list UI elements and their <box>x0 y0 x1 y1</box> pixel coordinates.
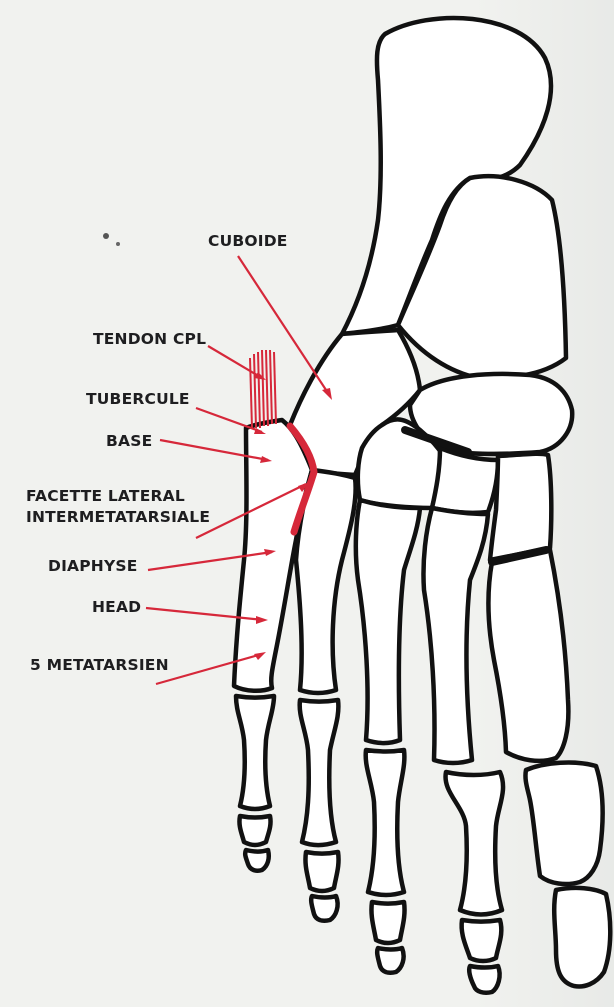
fifth-toe-distal-phalanx <box>245 850 269 871</box>
background-speck <box>116 242 120 246</box>
label-tendon-cpl: TENDON CPL <box>93 330 206 349</box>
label-head: HEAD <box>92 598 141 617</box>
label-cuboide: CUBOIDE <box>208 232 288 251</box>
great-toe-proximal-phalanx <box>525 763 602 884</box>
background-speck <box>103 233 109 239</box>
great-toe-distal-phalanx <box>554 888 610 987</box>
fifth-toe-proximal-phalanx <box>236 696 274 809</box>
first-metatarsal-bone <box>488 550 568 761</box>
third-metatarsal-bone <box>356 500 420 743</box>
medial-cuneiform-bone <box>490 454 551 560</box>
second-metatarsal-bone <box>423 508 488 763</box>
arrow-cuboide <box>238 256 330 396</box>
third-toe-proximal-phalanx <box>366 750 405 895</box>
tendon-cpl-fibers <box>250 350 276 428</box>
second-toe-middle-phalanx <box>462 920 502 961</box>
fourth-toe-distal-phalanx <box>311 896 337 921</box>
third-toe-distal-phalanx <box>377 948 403 973</box>
third-toe-middle-phalanx <box>371 902 404 943</box>
label-tubercule: TUBERCULE <box>86 390 190 409</box>
second-toe-distal-phalanx <box>469 966 499 993</box>
intermediate-cuneiform-bone <box>432 448 498 513</box>
fifth-toe-middle-phalanx <box>239 816 270 845</box>
label-diaphyse: DIAPHYSE <box>48 557 138 576</box>
fourth-toe-middle-phalanx <box>305 852 338 891</box>
label-facette-line2: INTERMETATARSIALE <box>26 508 210 527</box>
label-5-metatarsien: 5 METATARSIEN <box>30 656 169 675</box>
second-toe-proximal-phalanx <box>446 772 504 915</box>
label-facette-line1: FACETTE LATERAL <box>26 487 185 506</box>
label-base: BASE <box>106 432 152 451</box>
fourth-toe-proximal-phalanx <box>300 700 339 845</box>
